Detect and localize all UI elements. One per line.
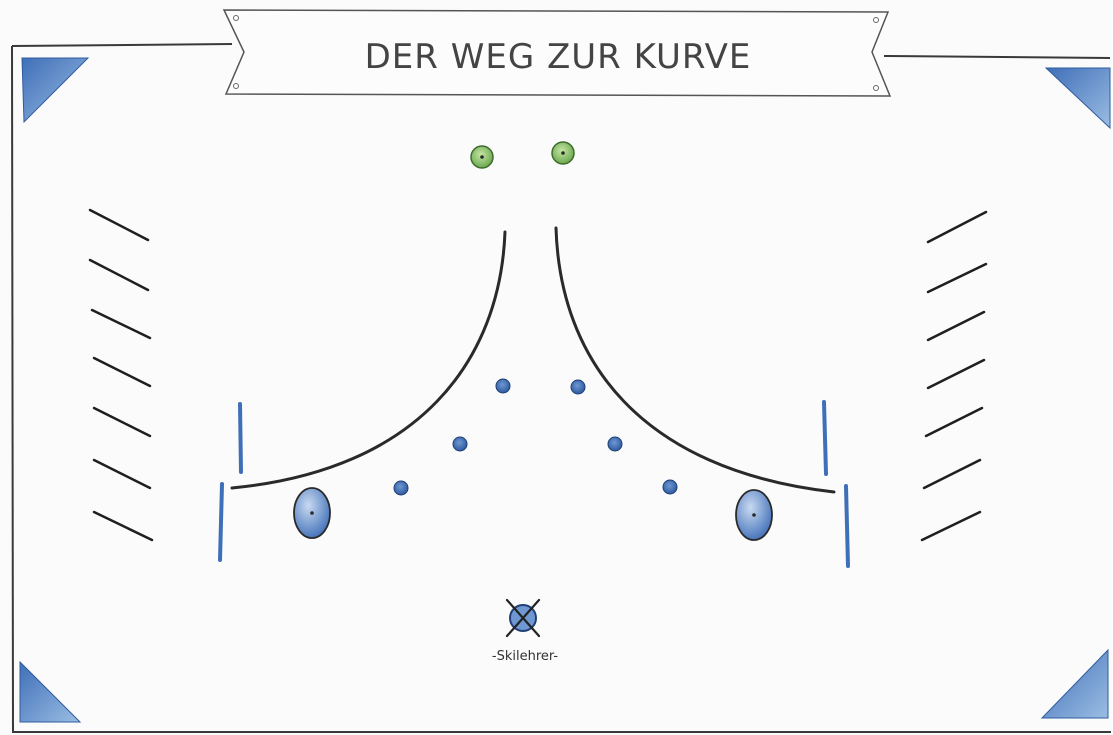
start-markers xyxy=(470,141,575,169)
right-slope-hatching xyxy=(920,210,988,542)
pole-left-lower xyxy=(218,482,224,562)
pole-right-lower xyxy=(844,484,850,568)
curve-lines xyxy=(230,226,836,494)
dot-right-2 xyxy=(607,436,623,452)
instructor-label: -Skilehrer- xyxy=(492,649,559,664)
left-slope-hatching xyxy=(88,208,154,542)
page-title: DER WEG ZUR KURVE xyxy=(365,37,752,77)
pole-left-upper xyxy=(238,402,243,474)
corner-decorations xyxy=(19,57,1111,723)
title-banner: DER WEG ZUR KURVE xyxy=(222,9,892,97)
dot-left-1 xyxy=(495,378,511,394)
corner-top-right xyxy=(1044,67,1111,130)
turn-markers xyxy=(293,487,773,541)
pole-right-upper xyxy=(822,400,828,476)
frame xyxy=(11,43,1111,734)
corner-bottom-right xyxy=(1040,648,1109,719)
path-dots xyxy=(393,378,678,496)
instructor-marker: -Skilehrer- xyxy=(492,598,559,664)
corner-top-left xyxy=(21,57,90,124)
right-curve xyxy=(554,226,836,494)
left-curve xyxy=(230,230,507,490)
corner-bottom-left xyxy=(19,660,82,723)
dot-left-2 xyxy=(452,436,468,452)
dot-left-3 xyxy=(393,480,409,496)
dot-right-1 xyxy=(570,379,586,395)
dot-right-3 xyxy=(662,479,678,495)
gate-poles xyxy=(218,400,850,568)
